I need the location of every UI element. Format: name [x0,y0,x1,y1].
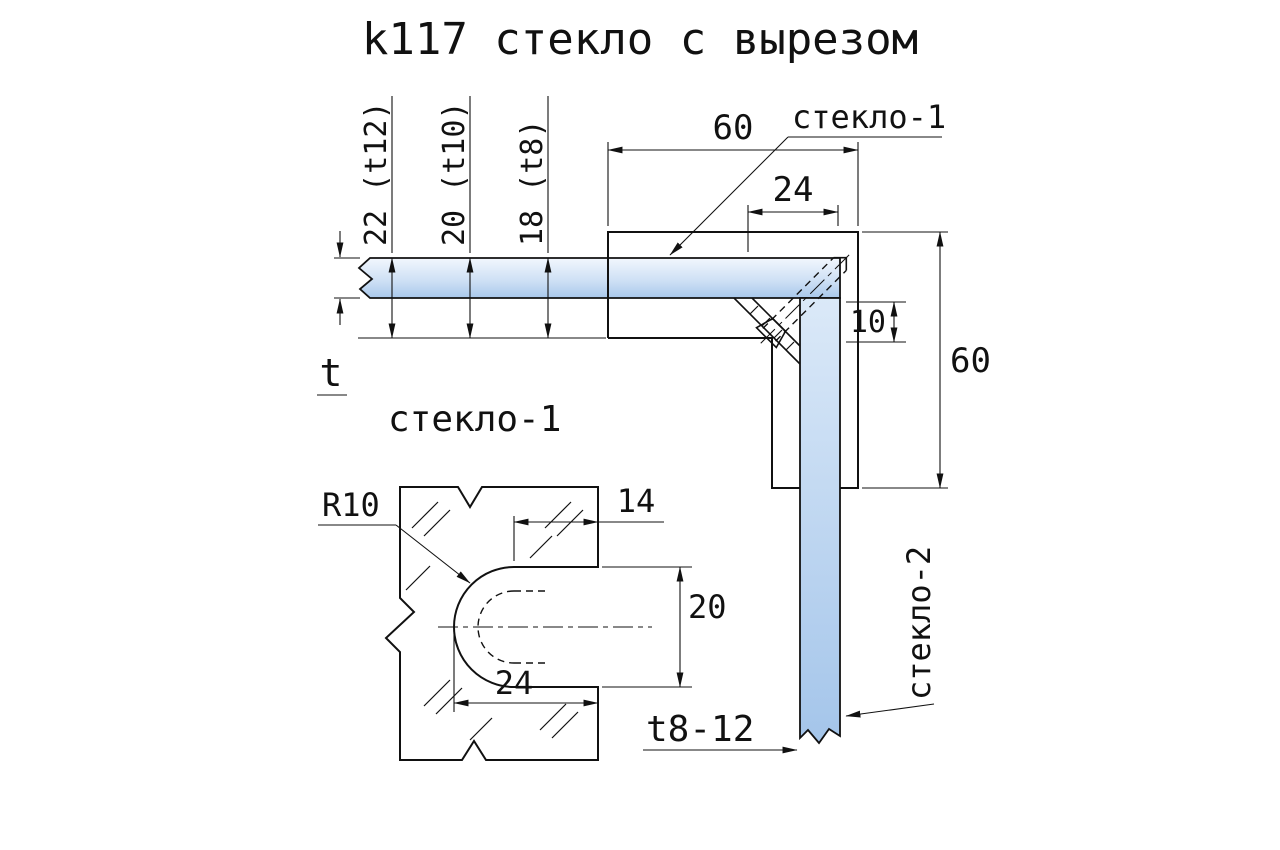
hidden-arc [477,590,546,664]
t8-12-label: t8-12 [646,709,754,750]
dim-20: 20 [602,566,727,688]
dim-60-top: 60 [607,108,859,226]
thickness-dimensions: 22 (t12) 20 (t10) 18 (t8) [358,96,606,339]
detail-view: стекло-1 R10 [318,399,727,761]
screw [755,253,851,349]
dim-24-detail: 24 [453,633,599,712]
dim-20-label: 20 [688,588,727,626]
dim-60-right-label: 60 [950,341,991,381]
glass1-callout: стекло-1 [669,98,946,256]
dim-10: 10 [846,301,906,343]
corner-gusset [733,297,801,365]
detail-glass-outline [384,486,599,761]
t8-12-callout: t8-12 [643,709,798,754]
dim-r10-label: R10 [322,486,380,524]
dim-60-right: 60 [862,231,991,489]
drawing-title: k117 стекло с вырезом [362,14,918,65]
dim-24-top-label: 24 [773,170,814,210]
glass2-section [799,297,841,745]
main-view: 22 (t12) 20 (t10) 18 (t8) 60 24 стекло-1 [317,96,991,754]
dim-24-top: 24 [747,170,839,252]
glass2-callout-label: стекло-2 [900,546,938,700]
dim-10-label: 10 [850,305,886,340]
dim-20-t10-label: 20 (t10) [437,102,472,247]
glass-hatching [405,501,584,741]
dim-t-label: t [320,351,343,395]
dim-14: 14 [513,482,664,561]
dim-18-t8-label: 18 (t8) [515,120,550,246]
dim-r10: R10 [318,486,471,584]
dim-22-t12-label: 22 (t12) [359,102,394,247]
glass1-section [357,257,841,299]
dim-t: t [317,231,360,396]
glass2-callout: стекло-2 [845,546,938,718]
dim-24-detail-label: 24 [495,664,534,702]
dim-60-top-label: 60 [713,108,754,148]
detail-title: стекло-1 [388,399,561,440]
dim-14-label: 14 [617,482,656,520]
fitting-outline [607,231,859,489]
glass1-callout-label: стекло-1 [792,98,946,136]
